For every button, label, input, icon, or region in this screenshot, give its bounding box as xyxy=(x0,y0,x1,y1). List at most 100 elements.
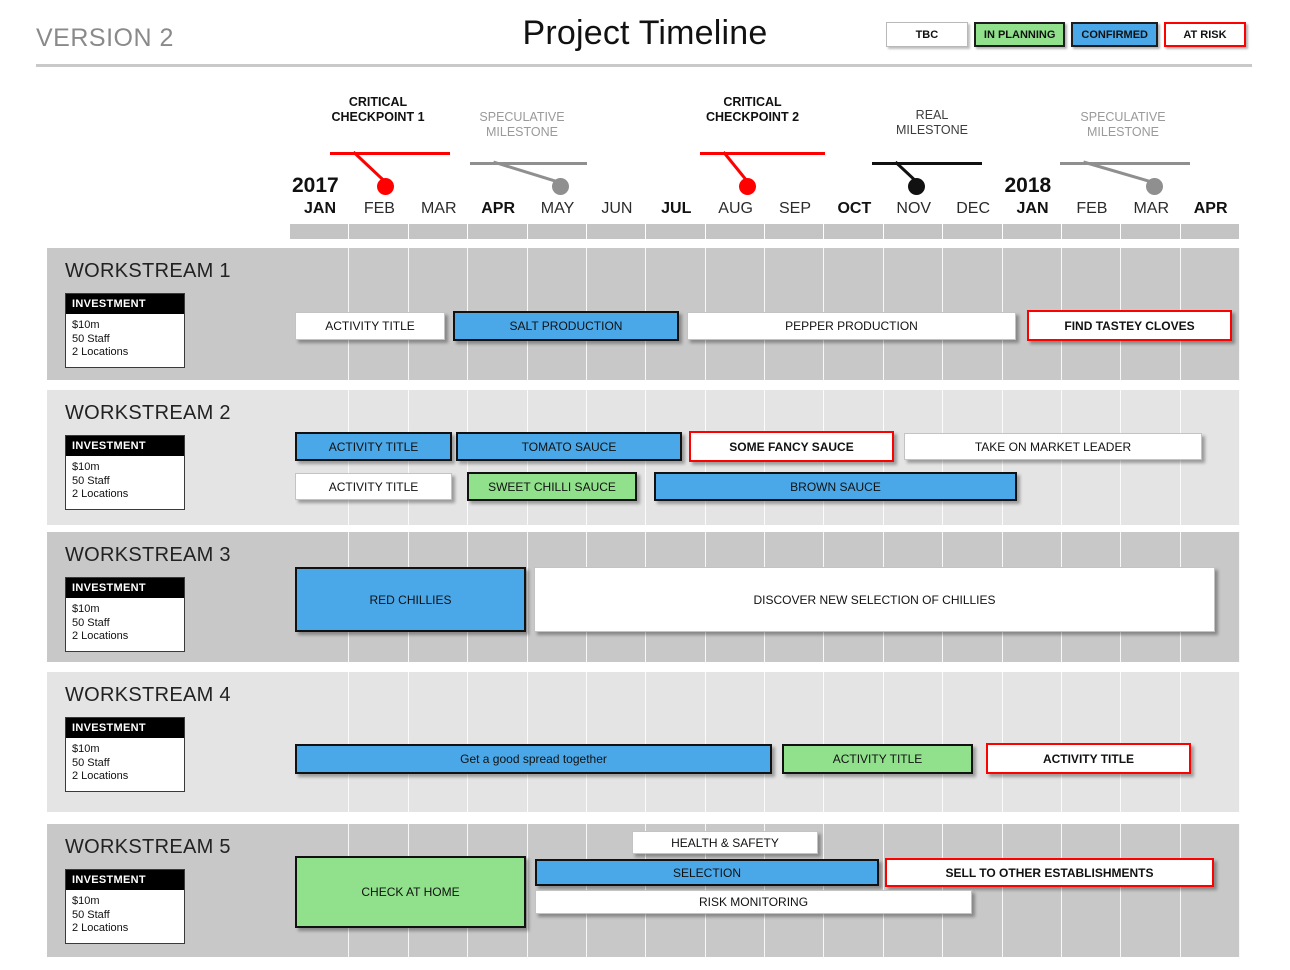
activity-bar-label: ACTIVITY TITLE xyxy=(328,479,419,494)
grid-column-10 xyxy=(884,672,944,812)
activity-bar-label: HEALTH & SAFETY xyxy=(671,835,779,850)
milestone-label-3: REAL MILESTONE xyxy=(895,108,968,137)
grid-column-15 xyxy=(1181,672,1240,812)
workstream-title: WORKSTREAM 2 xyxy=(65,402,231,424)
activity-bar-label: ACTIVITY TITLE xyxy=(832,752,923,766)
workstream-title: WORKSTREAM 5 xyxy=(65,836,231,858)
activity-bar-label: PEPPER PRODUCTION xyxy=(785,319,918,333)
investment-line-1: 50 Staff xyxy=(72,474,110,487)
activity-bar[interactable]: HEALTH & SAFETY xyxy=(632,831,818,854)
header-divider xyxy=(36,64,1252,67)
milestone-bar-0 xyxy=(330,152,450,155)
legend-chip-planning[interactable]: IN PLANNING xyxy=(973,22,1066,47)
activity-bar-label: SOME FANCY SAUCE xyxy=(729,439,854,454)
grid-column-4 xyxy=(528,672,587,812)
activity-bar[interactable]: SALT PRODUCTION xyxy=(453,311,679,341)
month-label-11: DEC xyxy=(956,200,991,217)
milestone-bar-3 xyxy=(872,162,982,165)
activity-bar[interactable]: ACTIVITY TITLE xyxy=(986,743,1191,774)
legend-chip-confirmed[interactable]: CONFIRMED xyxy=(1071,22,1158,47)
activity-bar[interactable]: FIND TASTEY CLOVES xyxy=(1027,310,1232,341)
grid-column-13 xyxy=(1062,824,1122,957)
timeline-grid-cell-6 xyxy=(646,224,706,239)
timeline-grid-cell-5 xyxy=(586,224,647,239)
grid-column-13 xyxy=(1062,672,1122,812)
activity-bar[interactable]: Get a good spread together xyxy=(295,744,772,774)
grid-column-1 xyxy=(349,672,409,812)
activity-bar-label: TOMATO SAUCE xyxy=(521,439,617,454)
activity-bar[interactable]: RED CHILLIES xyxy=(295,567,526,632)
grid-column-9 xyxy=(824,672,884,812)
activity-bar-label: ACTIVITY TITLE xyxy=(1042,751,1135,766)
activity-bar[interactable]: ACTIVITY TITLE xyxy=(782,744,973,774)
activity-bar[interactable]: SOME FANCY SAUCE xyxy=(689,431,894,462)
timeline-grid-cell-3 xyxy=(468,224,528,239)
milestone-label-4: SPECULATIVE MILESTONE xyxy=(1080,110,1166,139)
activity-bar[interactable]: TAKE ON MARKET LEADER xyxy=(904,433,1202,460)
grid-column-5 xyxy=(587,672,647,812)
investment-line-0: $10m xyxy=(72,603,100,615)
month-label-13: FEB xyxy=(1076,200,1108,217)
month-label-7: AUG xyxy=(718,200,753,217)
workstream-grid-4: Get a good spread together ACTIVITY TITLE… xyxy=(290,672,1240,812)
activity-bar[interactable]: RISK MONITORING xyxy=(535,890,972,914)
month-label-14: MAR xyxy=(1133,200,1170,217)
grid-column-3 xyxy=(468,532,528,662)
timeline-grid-cell-4 xyxy=(527,224,587,239)
grid-column-3 xyxy=(468,824,528,957)
grid-column-12 xyxy=(1003,672,1062,812)
investment-heading: INVESTMENT xyxy=(66,578,184,598)
activity-bar[interactable]: PEPPER PRODUCTION xyxy=(687,312,1016,340)
activity-bar[interactable]: TOMATO SAUCE xyxy=(456,432,682,461)
investment-heading: INVESTMENT xyxy=(66,436,184,456)
activity-bar-label: ACTIVITY TITLE xyxy=(328,439,419,454)
milestone-dot-4[interactable] xyxy=(1145,178,1163,195)
activity-bar[interactable]: ACTIVITY TITLE xyxy=(295,312,445,340)
milestone-dot-3[interactable] xyxy=(908,178,926,195)
legend-chip-tbc[interactable]: TBC xyxy=(885,22,968,47)
investment-line-0: $10m xyxy=(72,743,100,755)
activity-bar[interactable]: DISCOVER NEW SELECTION OF CHILLIES xyxy=(534,567,1215,632)
investment-heading: INVESTMENT xyxy=(66,870,184,890)
activity-bar[interactable]: CHECK AT HOME xyxy=(295,856,526,928)
legend-chip-label: CONFIRMED xyxy=(1081,28,1148,41)
legend-chip-risk[interactable]: AT RISK xyxy=(1164,22,1246,47)
workstream-grid-1: ACTIVITY TITLE SALT PRODUCTION PEPPER PROD… xyxy=(290,248,1240,380)
month-label-8: SEP xyxy=(778,200,811,217)
grid-column-12 xyxy=(1003,824,1062,957)
activity-bar[interactable]: SELECTION xyxy=(535,859,879,886)
activity-bar[interactable]: SWEET CHILLI SAUCE xyxy=(467,472,637,501)
milestone-dot-1[interactable] xyxy=(552,178,570,195)
activity-bar[interactable]: SELL TO OTHER ESTABLISHMENTS xyxy=(885,858,1214,887)
workstream-grid-2: ACTIVITY TITLE TOMATO SAUCE SOME FANCY SAU… xyxy=(290,390,1240,525)
grid-column-14 xyxy=(1121,672,1181,812)
milestone-dot-0[interactable] xyxy=(377,178,394,195)
grid-column-0 xyxy=(290,672,350,812)
activity-bar[interactable]: ACTIVITY TITLE xyxy=(295,432,452,461)
activity-bar-label: ACTIVITY TITLE xyxy=(325,319,415,333)
year-label-2017: 2017 xyxy=(292,174,339,197)
grid-column-3 xyxy=(468,672,528,812)
activity-bar[interactable]: BROWN SAUCE xyxy=(654,472,1017,501)
investment-line-0: $10m xyxy=(72,895,100,907)
milestone-bar-4 xyxy=(1060,162,1190,165)
grid-column-15 xyxy=(1181,824,1240,957)
version-label: VERSION 2 xyxy=(36,24,174,52)
investment-line-2: 2 Locations xyxy=(72,922,129,934)
activity-bar[interactable]: ACTIVITY TITLE xyxy=(295,473,452,500)
milestone-dot-2[interactable] xyxy=(739,178,757,195)
activity-bar-label: Get a good spread together xyxy=(460,752,607,766)
investment-line-2: 2 Locations xyxy=(72,346,129,358)
timeline-grid-cell-14 xyxy=(1121,224,1181,239)
